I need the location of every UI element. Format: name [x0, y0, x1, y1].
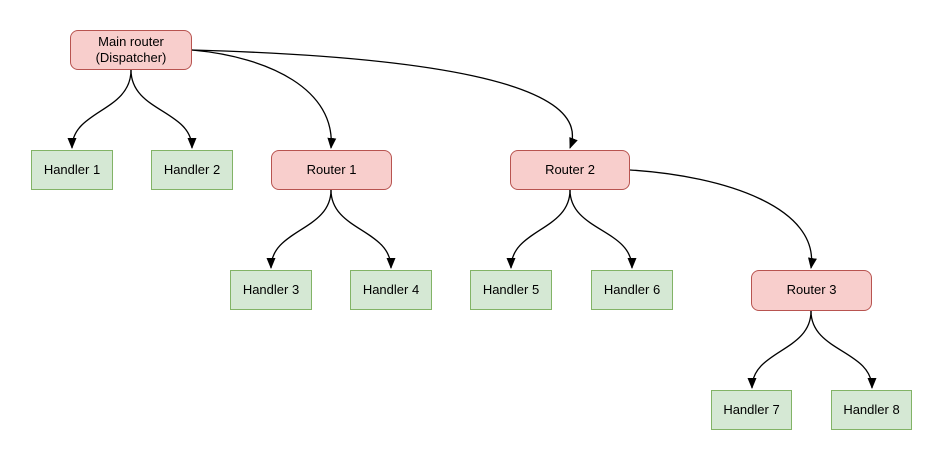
node-router-2-label: Router 2 — [545, 161, 595, 177]
node-handler-4: Handler 4 — [350, 270, 432, 310]
node-handler-6: Handler 6 — [591, 270, 673, 310]
node-router-1: Router 1 — [271, 150, 392, 190]
node-handler-3: Handler 3 — [230, 270, 312, 310]
node-main-router-label-line2: (Dispatcher) — [95, 50, 167, 65]
node-main-router-label-line1: Main router — [98, 33, 164, 49]
node-handler-1-label: Handler 1 — [43, 161, 101, 177]
node-router-3: Router 3 — [751, 270, 872, 311]
edge-router-1-to-handler-3 — [266, 189, 332, 269]
edge-main-router-to-handler-2 — [130, 69, 197, 149]
node-router-2: Router 2 — [510, 150, 630, 190]
node-handler-1: Handler 1 — [31, 150, 113, 190]
node-handler-6-label: Handler 6 — [603, 281, 661, 297]
edge-router-3-to-handler-8 — [810, 310, 877, 389]
edge-router-1-to-handler-4 — [330, 189, 396, 269]
node-handler-3-label: Handler 3 — [242, 281, 300, 297]
edge-main-router-to-handler-1 — [67, 69, 132, 149]
edge-router-3-to-handler-7 — [747, 310, 812, 389]
edge-router-2-to-router-3 — [629, 169, 817, 269]
node-handler-5: Handler 5 — [470, 270, 552, 310]
edge-router-2-to-handler-5 — [506, 189, 571, 269]
node-handler-5-label: Handler 5 — [482, 281, 540, 297]
node-handler-2: Handler 2 — [151, 150, 233, 190]
node-handler-8-label: Handler 8 — [843, 401, 900, 417]
node-handler-7: Handler 7 — [711, 390, 792, 430]
node-handler-4-label: Handler 4 — [362, 281, 420, 297]
edge-main-router-to-router-2 — [191, 49, 578, 149]
node-router-3-label: Router 3 — [786, 282, 837, 298]
edge-router-2-to-handler-6 — [569, 189, 637, 269]
node-router-1-label: Router 1 — [306, 161, 357, 177]
node-handler-2-label: Handler 2 — [163, 161, 221, 177]
edge-main-router-to-router-1 — [191, 49, 337, 149]
node-handler-8: Handler 8 — [831, 390, 912, 430]
node-main-router: Main router (Dispatcher) — [70, 30, 192, 70]
node-handler-7-label: Handler 7 — [723, 401, 780, 417]
